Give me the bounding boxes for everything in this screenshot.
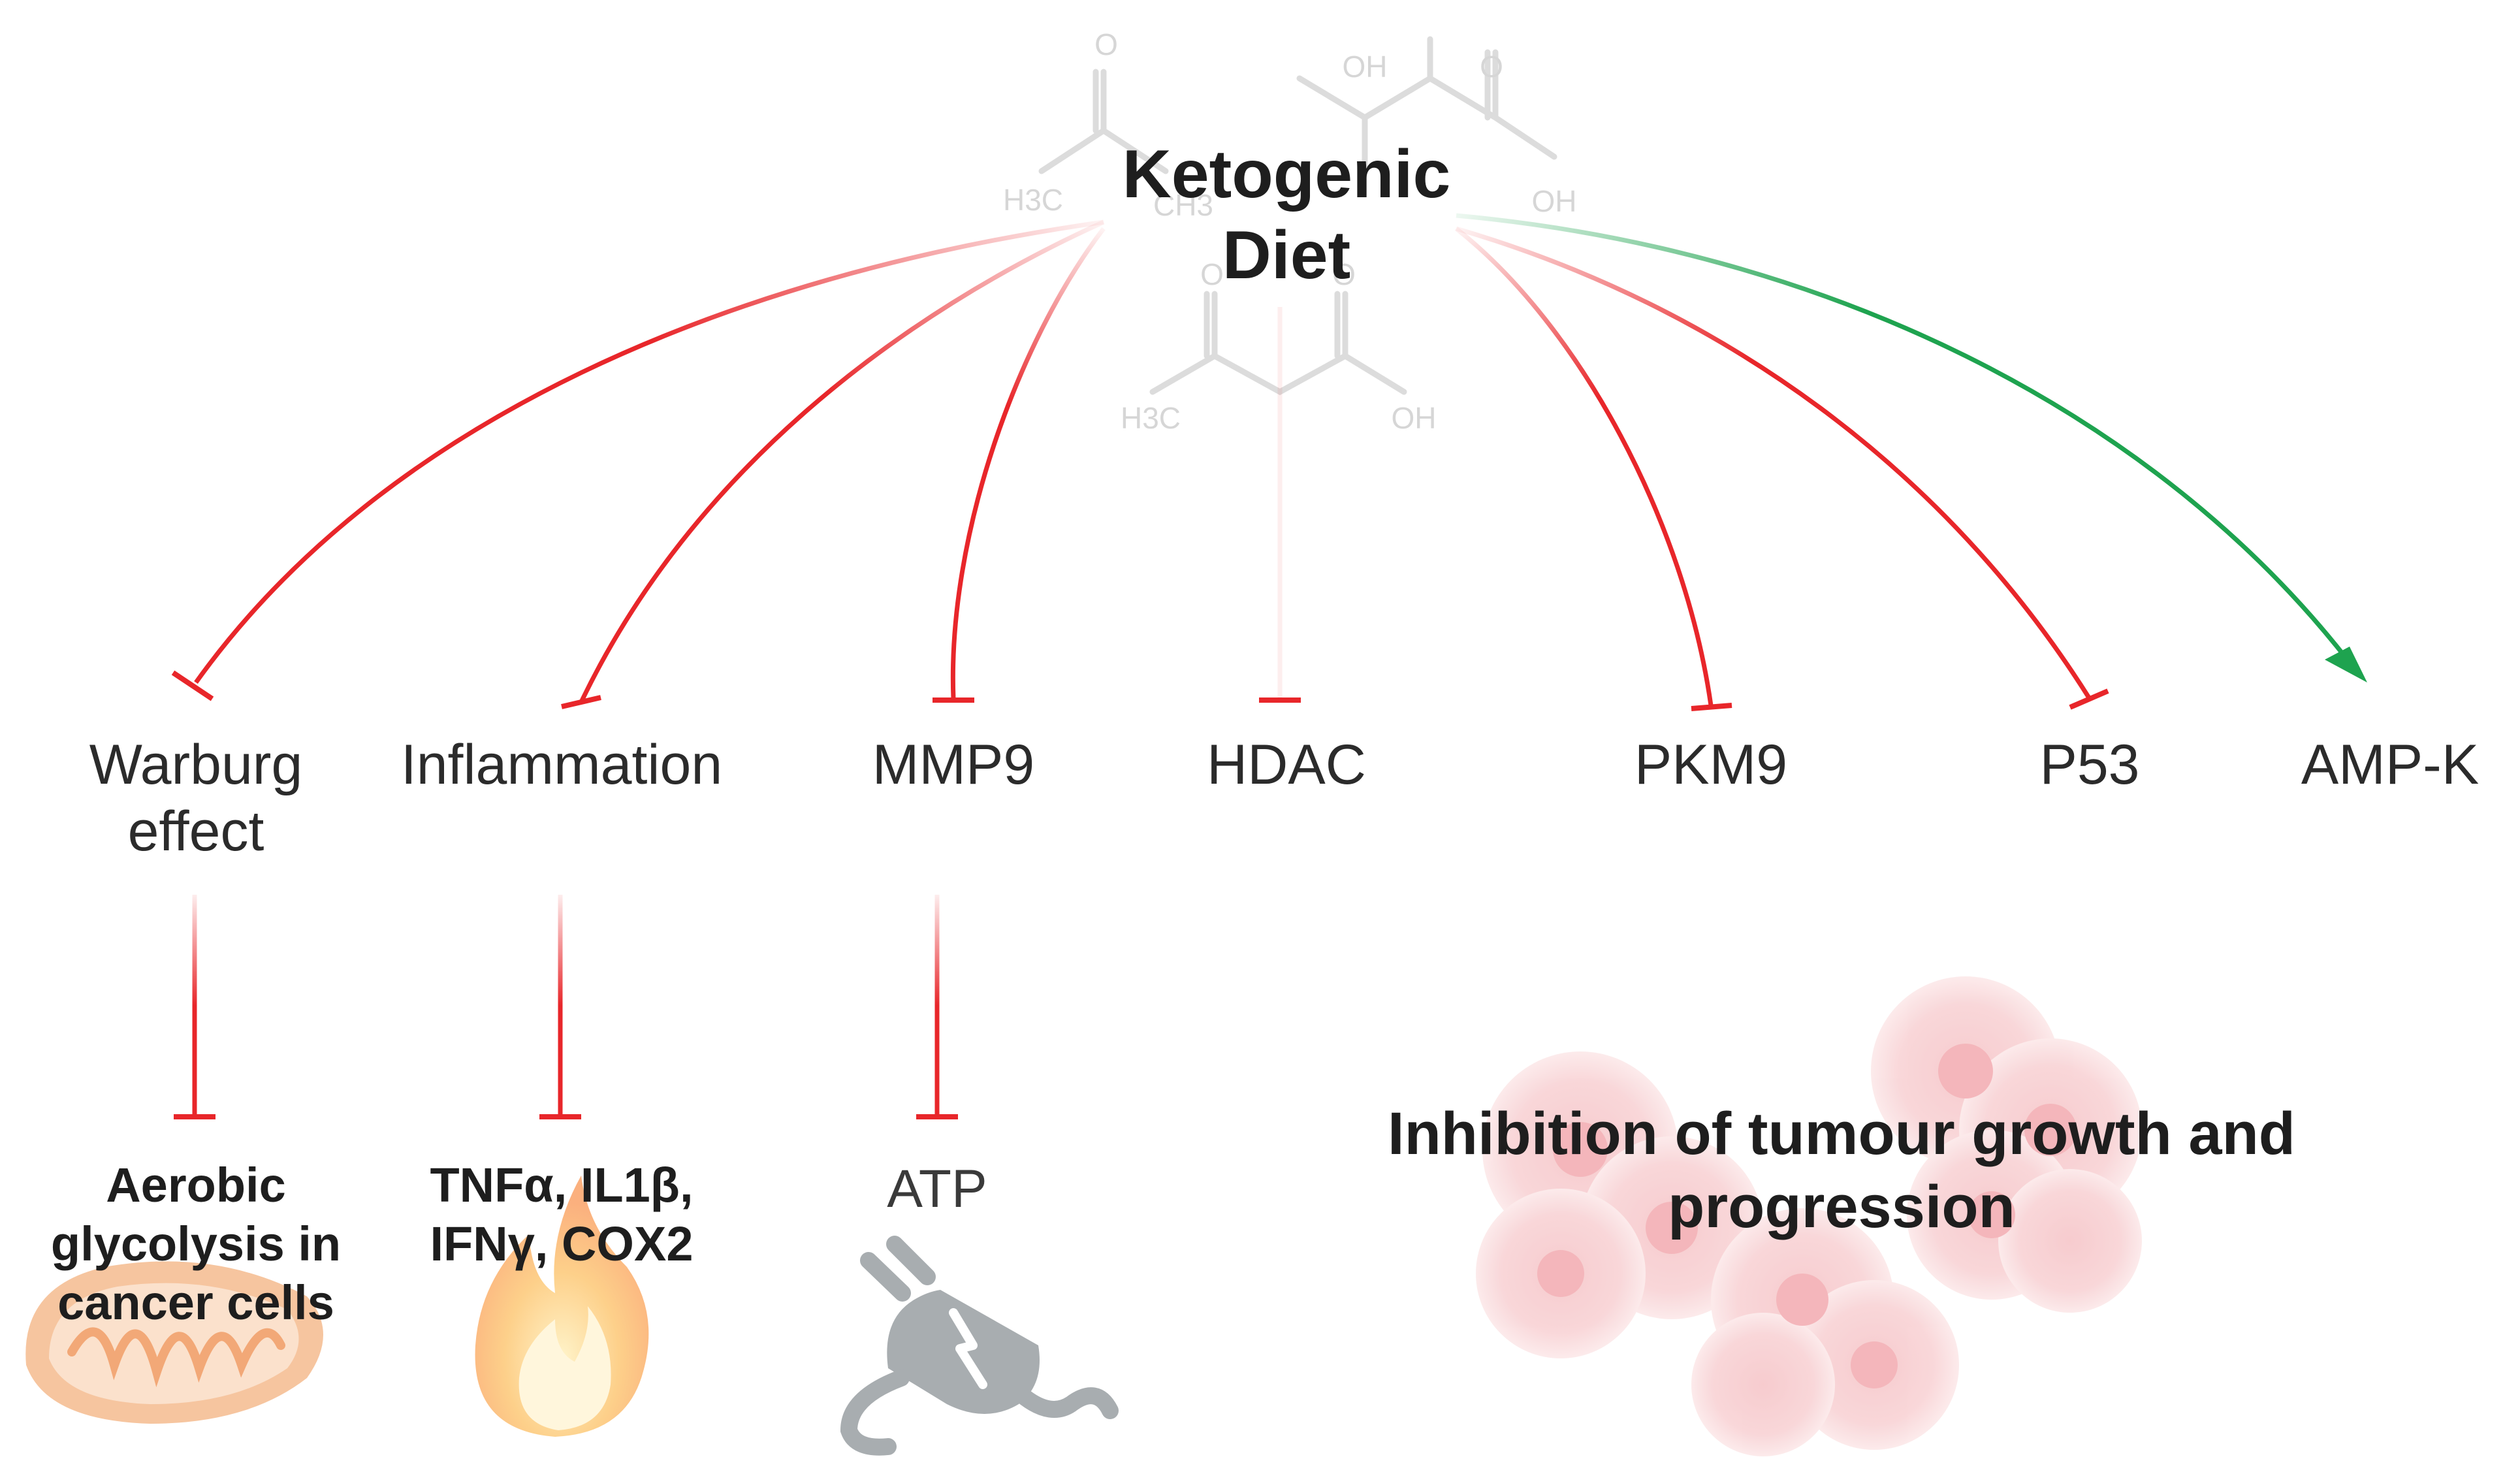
- molecule-label: OH: [1392, 401, 1437, 435]
- activation-arrow-ampk: [1456, 213, 2359, 675]
- molecule-label: O: [1332, 257, 1356, 291]
- outcome-tumour-inhibition: Inhibition of tumour growth and progress…: [1388, 1100, 2295, 1240]
- inhibition-arrow-warburg: [194, 219, 1104, 684]
- target-mmp9: MMP9: [872, 733, 1035, 796]
- molecule-label: OH: [1343, 50, 1388, 84]
- inhibition-arrow-p53: [1456, 226, 2092, 700]
- flame-icon: [475, 1176, 649, 1437]
- mitochondrion-icon: [25, 1261, 324, 1424]
- molecule-label: OH: [1532, 184, 1577, 218]
- molecule-label: O: [1200, 257, 1224, 291]
- t-bar: [1691, 703, 1732, 711]
- molecule-label: O: [1094, 27, 1118, 61]
- target-ampk: AMP-K: [2301, 733, 2480, 796]
- power-plug-icon: [840, 1236, 1119, 1456]
- inhibition-arrow-inflammation: [579, 219, 1105, 703]
- inhibition-arrow-pkm9: [1454, 227, 1714, 706]
- inhibition-bars: [171, 670, 2109, 1119]
- molecule-label: H3C: [1003, 183, 1063, 217]
- t-bar: [2069, 688, 2109, 710]
- downstream-cytokines: TNFα, IL1β, IFNγ, COX2: [430, 1158, 694, 1271]
- target-inflammation: Inflammation: [400, 733, 723, 796]
- downstream-aerobic-glycolysis: Aerobic glycolysis in cancer cells: [50, 1158, 342, 1330]
- inhibition-arrow-mmp9: [950, 227, 1106, 699]
- molecule-label: H3C: [1121, 401, 1181, 435]
- molecule-label: CH3: [1153, 188, 1213, 222]
- target-pkm9: PKM9: [1634, 733, 1788, 796]
- central-node-ketogenic-diet: Ketogenic Diet: [1122, 136, 1451, 293]
- target-p53: P53: [2039, 733, 2140, 796]
- background-molecule-labels: O H3C CH3 OH O OH O O H3C OH: [1003, 27, 1577, 435]
- tumour-cells-icon: [1476, 976, 2142, 1456]
- t-bar: [171, 670, 214, 701]
- arrowhead-ampk: [2325, 647, 2367, 682]
- downstream-atp: ATP: [887, 1159, 987, 1219]
- target-warburg-effect: Warburg effect: [89, 733, 303, 863]
- t-bar: [561, 695, 601, 709]
- target-hdac: HDAC: [1207, 733, 1366, 796]
- pathway-connectors: [192, 213, 2359, 1117]
- molecule-label: O: [1480, 50, 1503, 84]
